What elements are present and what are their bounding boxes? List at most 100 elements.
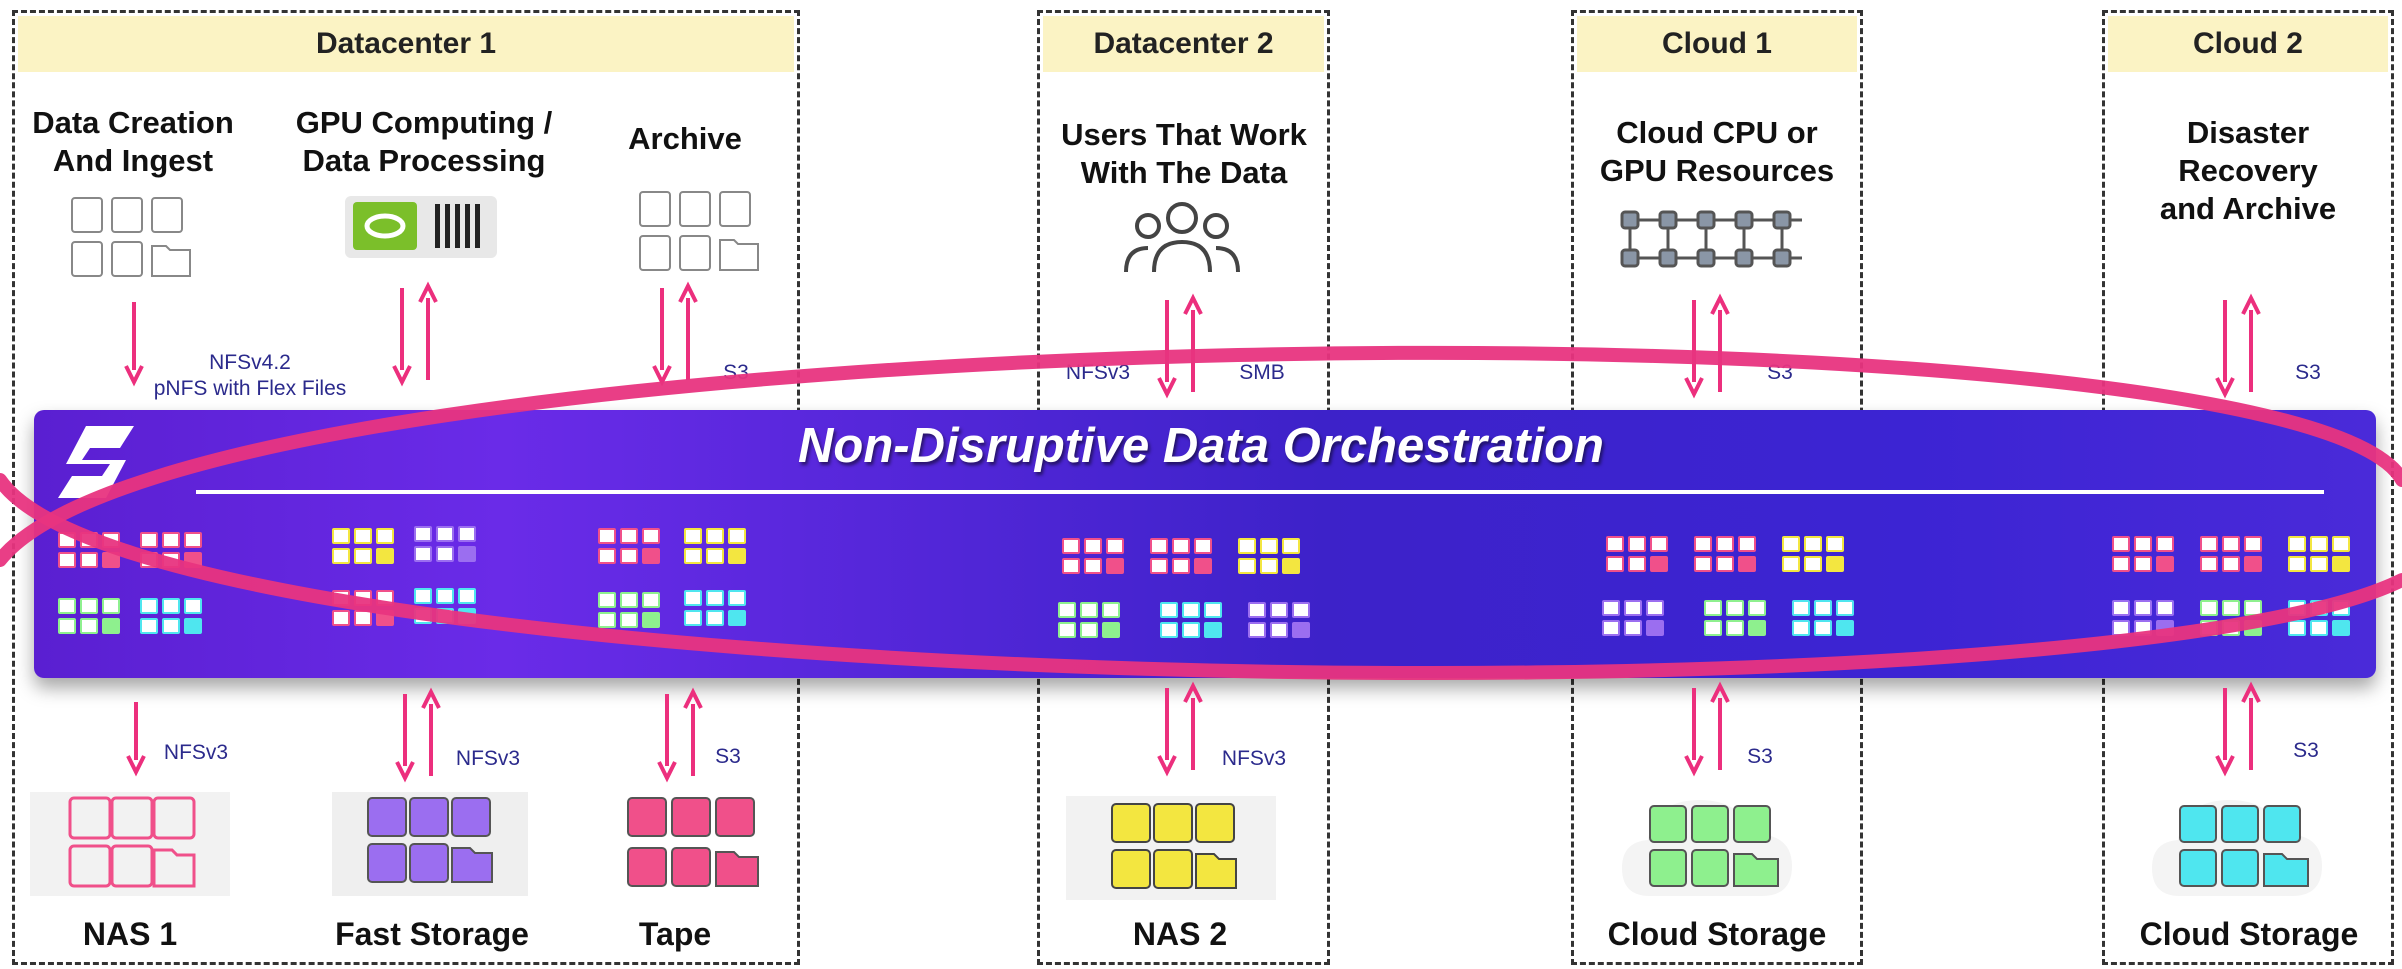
file-icon: [2156, 600, 2174, 616]
file-icon: [2332, 556, 2350, 572]
file-icon: [58, 552, 76, 568]
file-icon: [2332, 620, 2350, 636]
archive-files-icon: [639, 191, 759, 271]
file-icon: [1106, 558, 1124, 574]
arrow-bidirectional-archive: [652, 281, 698, 387]
file-icon: [162, 532, 180, 548]
hammerspace-logo-icon: [58, 426, 134, 498]
file-cluster-icon: [332, 528, 394, 564]
file-icon: [1204, 602, 1222, 618]
file-icon: [1282, 558, 1300, 574]
file-icon: [598, 612, 616, 628]
file-icon: [706, 610, 724, 626]
file-cluster-icon: [2112, 536, 2174, 572]
file-icon: [1624, 620, 1642, 636]
arrow-bidirectional-tape: [657, 687, 703, 783]
file-icon: [2200, 556, 2218, 572]
file-cluster-icon: [2200, 536, 2262, 572]
file-icon: [1194, 538, 1212, 554]
storage-label-fast: Fast Storage: [335, 916, 529, 952]
file-icon: [1792, 620, 1810, 636]
file-icon: [1836, 600, 1854, 616]
file-icon: [1650, 536, 1668, 552]
file-icon: [140, 598, 158, 614]
arrow-bidirectional-cloud1-storage: [1684, 681, 1730, 777]
file-icon: [1248, 602, 1266, 618]
file-icon: [1270, 622, 1288, 638]
file-icon: [436, 526, 454, 542]
file-icon: [376, 548, 394, 564]
file-icon: [1204, 622, 1222, 638]
arrow-down-nas1: [126, 702, 146, 777]
file-icon: [1650, 556, 1668, 572]
file-icon: [1080, 602, 1098, 618]
protocol-s3-cloud2: S3: [2295, 361, 2321, 384]
file-icon: [2222, 556, 2240, 572]
file-icon: [354, 528, 372, 544]
file-icon: [1260, 558, 1278, 574]
storage-label-nas2: NAS 2: [1132, 916, 1228, 952]
file-icon: [1160, 602, 1178, 618]
file-icon: [2244, 536, 2262, 552]
band-title: Non-Disruptive Data Orchestration: [798, 419, 1604, 473]
file-cluster-icon: [598, 592, 660, 628]
file-cluster-icon: [598, 528, 660, 564]
file-icon: [1628, 536, 1646, 552]
arrow-bidirectional-nas2: [1157, 681, 1203, 777]
file-cluster-icon: [414, 526, 476, 562]
file-icon: [1292, 602, 1310, 618]
file-cluster-icon: [684, 528, 746, 564]
file-icon: [706, 548, 724, 564]
file-icon: [2112, 536, 2130, 552]
file-icon: [140, 618, 158, 634]
file-icon: [1694, 536, 1712, 552]
file-icon: [620, 528, 638, 544]
file-icon: [1238, 558, 1256, 574]
file-icon: [102, 598, 120, 614]
file-icon: [620, 592, 638, 608]
file-icon: [1748, 620, 1766, 636]
file-icon: [1804, 536, 1822, 552]
arrow-bidirectional-gpu: [392, 281, 438, 387]
file-icon: [1606, 536, 1624, 552]
file-icon: [414, 588, 432, 604]
protocol-s3-cloud2-storage: S3: [2293, 739, 2319, 762]
source-users: Users That Work With The Data: [1061, 117, 1307, 190]
file-types-icon: [71, 197, 191, 277]
file-icon: [598, 592, 616, 608]
file-icon: [1260, 538, 1278, 554]
cloud2-storage-icon: [2152, 800, 2322, 896]
file-icon: [1248, 622, 1266, 638]
fast-storage-icon: [332, 792, 528, 896]
file-icon: [162, 598, 180, 614]
file-icon: [1084, 538, 1102, 554]
file-icon: [332, 610, 350, 626]
file-icon: [414, 526, 432, 542]
storage-label-cloud1: Cloud Storage: [1607, 916, 1827, 952]
compute-grid-icon: [1620, 210, 1802, 268]
protocol-s3-tape: S3: [715, 745, 741, 768]
file-icon: [2222, 600, 2240, 616]
file-icon: [1694, 556, 1712, 572]
file-icon: [458, 526, 476, 542]
file-icon: [2134, 536, 2152, 552]
file-cluster-icon: [1150, 538, 1212, 574]
file-icon: [1172, 558, 1190, 574]
zone-title: Datacenter 2: [1043, 16, 1324, 72]
cloud1-storage-icon: [1622, 800, 1792, 896]
file-cluster-icon: [684, 590, 746, 626]
file-icon: [1726, 600, 1744, 616]
arrow-bidirectional-cloud1: [1684, 293, 1730, 399]
source-gpu-computing: GPU Computing / Data Processing: [295, 105, 553, 178]
file-icon: [2288, 556, 2306, 572]
file-icon: [1646, 600, 1664, 616]
file-icon: [58, 618, 76, 634]
file-icon: [2134, 600, 2152, 616]
source-data-creation: Data Creation And Ingest: [32, 105, 234, 178]
file-icon: [706, 528, 724, 544]
storage-label-tape: Tape: [638, 916, 712, 952]
file-cluster-icon: [1606, 536, 1668, 572]
file-icon: [1782, 556, 1800, 572]
file-icon: [706, 590, 724, 606]
file-icon: [2244, 556, 2262, 572]
